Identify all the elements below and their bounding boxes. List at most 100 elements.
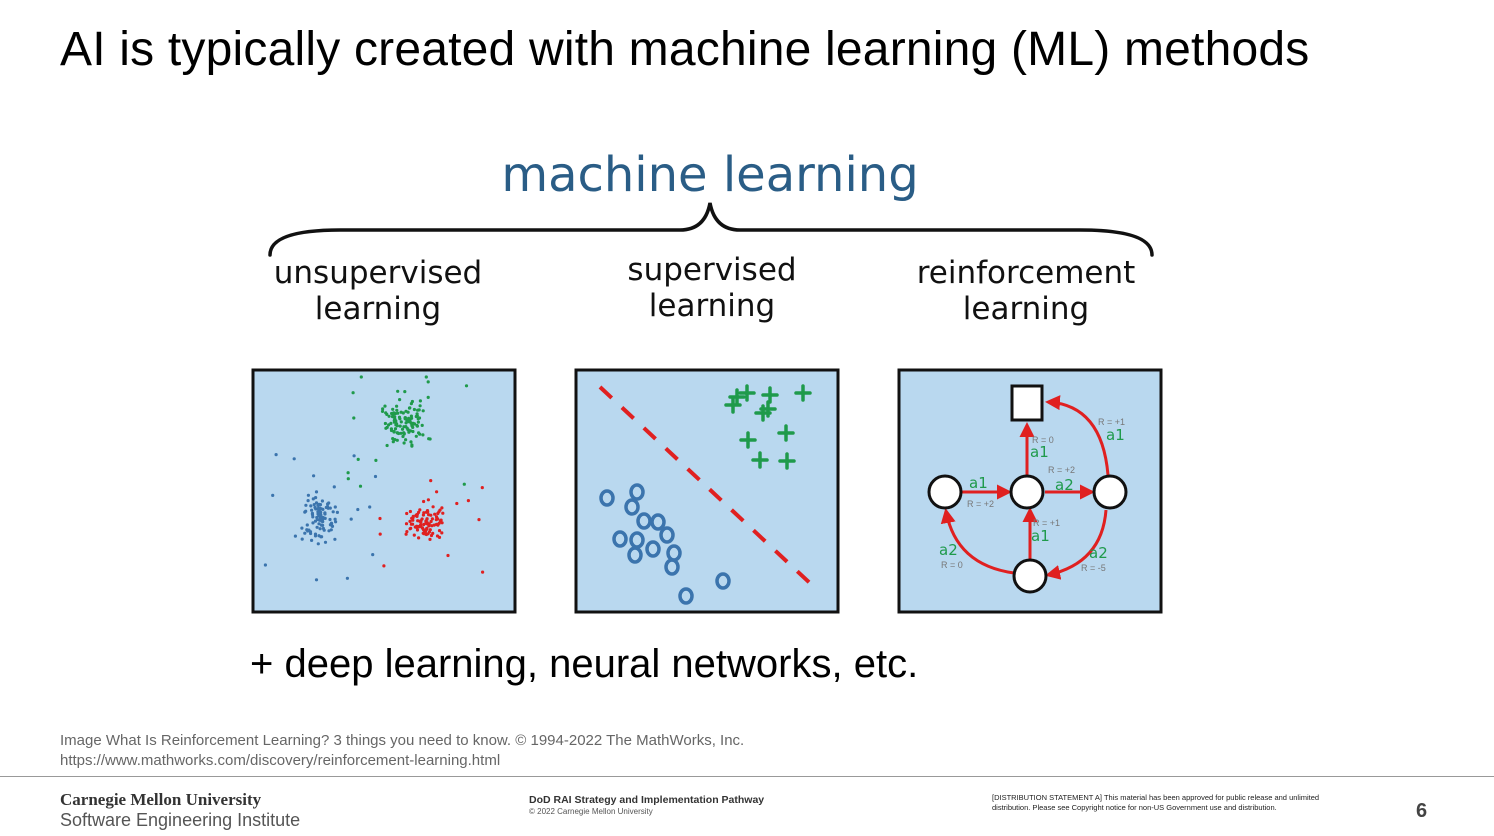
state-center	[1009, 474, 1045, 510]
ml-diagram: machine learning unsupervised learning s…	[251, 147, 1163, 614]
data-point	[409, 440, 413, 444]
label-a2-bl: a2	[939, 541, 958, 559]
data-point	[415, 528, 420, 532]
label-r5-br: R = -5	[1081, 563, 1106, 573]
data-point	[310, 508, 314, 512]
diagram-heading: machine learning	[501, 147, 918, 203]
data-point	[423, 528, 427, 532]
data-point	[438, 508, 442, 512]
decision-boundary	[598, 385, 814, 587]
data-point	[409, 414, 413, 418]
plus-sample	[724, 396, 742, 414]
footer-copyright: © 2022 Carnegie Mellon University	[529, 807, 653, 816]
citation-url[interactable]: https://www.mathworks.com/discovery/rein…	[60, 752, 501, 769]
data-point	[345, 576, 349, 580]
circle-sample	[599, 489, 615, 507]
circle-sample	[664, 558, 680, 576]
data-point	[293, 534, 297, 538]
data-point	[389, 421, 393, 425]
label-r0-top: R = 0	[1032, 435, 1054, 445]
data-point	[434, 515, 439, 519]
data-point	[414, 434, 418, 438]
data-point	[320, 518, 324, 522]
data-point	[390, 415, 395, 419]
data-point	[359, 375, 363, 379]
data-point	[419, 523, 423, 527]
data-point	[383, 421, 387, 426]
circle-sample	[624, 498, 640, 516]
data-point	[410, 399, 414, 404]
data-point	[410, 443, 414, 447]
data-point	[385, 443, 389, 448]
circle-sample	[650, 513, 666, 531]
data-point	[427, 524, 431, 528]
cmu-logo-text: Carnegie Mellon University	[60, 790, 262, 809]
data-point	[439, 518, 443, 522]
data-point	[404, 438, 408, 442]
unsupervised-panel	[251, 368, 517, 614]
data-point	[271, 493, 275, 497]
data-point	[410, 421, 414, 425]
data-point	[414, 525, 419, 529]
data-point	[395, 438, 399, 442]
data-point	[346, 477, 350, 481]
data-point	[416, 417, 420, 421]
label-r0-bl: R = 0	[941, 560, 963, 570]
label-r2-left: R = +2	[967, 499, 994, 509]
data-point	[432, 523, 436, 527]
data-point	[404, 425, 408, 429]
data-point	[405, 511, 409, 516]
data-point	[382, 564, 386, 568]
label-r1-vert: R = +1	[1033, 518, 1060, 528]
arrow-bottom-to-left	[940, 508, 1015, 575]
footer-pathway: DoD RAI Strategy and Implementation Path…	[529, 794, 765, 806]
data-point	[326, 502, 330, 506]
data-point	[308, 530, 313, 534]
panel-label-supervised-2: learning	[649, 288, 775, 324]
data-point	[303, 531, 307, 535]
data-point	[434, 518, 438, 522]
data-point	[335, 510, 339, 514]
data-point	[415, 514, 419, 518]
data-point	[317, 522, 321, 526]
data-point	[358, 484, 363, 488]
data-point	[320, 535, 324, 539]
data-point	[305, 523, 309, 527]
data-point	[399, 431, 403, 435]
data-point	[420, 423, 424, 427]
data-point	[428, 537, 432, 541]
circle-sample	[627, 546, 643, 564]
data-point	[421, 409, 425, 413]
data-point	[425, 517, 429, 521]
circle-sample	[659, 526, 675, 544]
data-point	[405, 530, 409, 534]
data-point	[421, 513, 425, 517]
citation-line-1: Image What Is Reinforcement Learning? 3 …	[60, 732, 745, 749]
data-point	[437, 521, 441, 525]
data-point	[402, 431, 406, 436]
data-point	[430, 524, 434, 528]
data-point	[316, 503, 320, 507]
data-point	[408, 417, 412, 421]
data-point	[378, 532, 382, 536]
data-point	[330, 524, 335, 528]
data-point	[414, 414, 418, 419]
circle-sample	[636, 512, 652, 530]
circle-sample	[612, 530, 628, 548]
data-point	[323, 512, 327, 516]
data-point	[424, 375, 428, 379]
data-point	[391, 440, 395, 444]
data-point	[393, 427, 398, 431]
data-point	[416, 408, 420, 412]
plus-sample	[754, 404, 772, 422]
data-point	[311, 497, 315, 501]
data-point	[418, 508, 422, 512]
data-point	[333, 517, 337, 521]
label-a1-top: a1	[1030, 443, 1049, 461]
data-point	[466, 499, 470, 503]
data-point	[418, 519, 422, 523]
data-point	[392, 411, 396, 415]
plus-sample	[751, 451, 769, 469]
panel-label-unsupervised-1: unsupervised	[274, 255, 482, 291]
data-point	[317, 514, 321, 518]
